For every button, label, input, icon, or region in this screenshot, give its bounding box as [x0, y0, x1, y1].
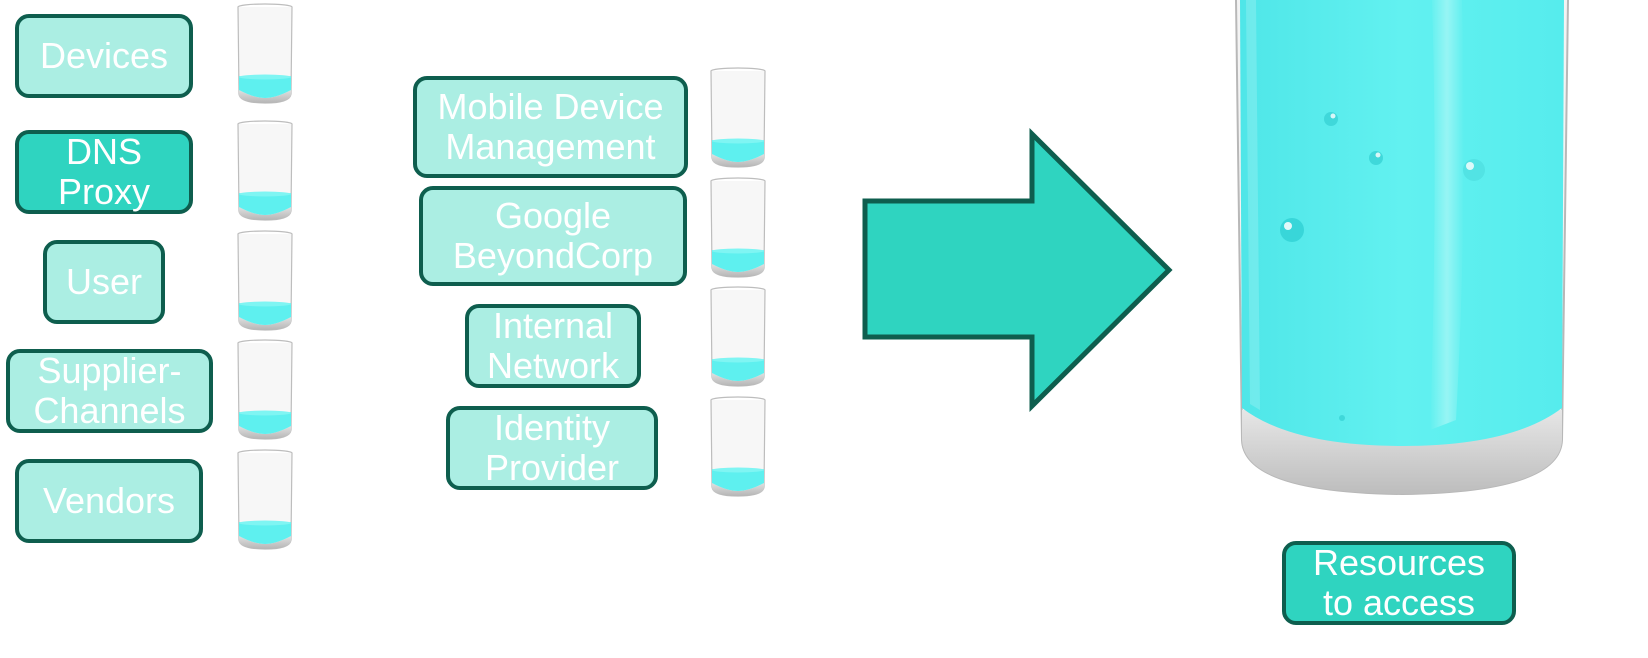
box-devices: Devices [15, 14, 193, 98]
water-glass-icon [709, 395, 767, 499]
box-dns-proxy: DNS Proxy [15, 130, 193, 214]
box-vendors: Vendors [15, 459, 203, 543]
water-glass-icon [236, 119, 294, 223]
box-supplier-channels: Supplier- Channels [6, 349, 213, 433]
box-resources-to-access: Resources to access [1282, 541, 1516, 625]
box-user: User [43, 240, 165, 324]
box-google-beyondcorp: Google BeyondCorp [419, 186, 687, 286]
large-water-glass-icon [1235, 0, 1569, 496]
right-arrow-icon [862, 128, 1173, 412]
water-glass-icon [709, 66, 767, 170]
water-glass-icon [236, 448, 294, 552]
water-glass-icon [709, 176, 767, 280]
water-glass-icon [709, 285, 767, 389]
water-glass-icon [236, 2, 294, 106]
box-mobile-device-management: Mobile Device Management [413, 76, 688, 178]
box-identity-provider: Identity Provider [446, 406, 658, 490]
box-internal-network: Internal Network [465, 304, 641, 388]
water-glass-icon [236, 229, 294, 333]
water-glass-icon [236, 338, 294, 442]
